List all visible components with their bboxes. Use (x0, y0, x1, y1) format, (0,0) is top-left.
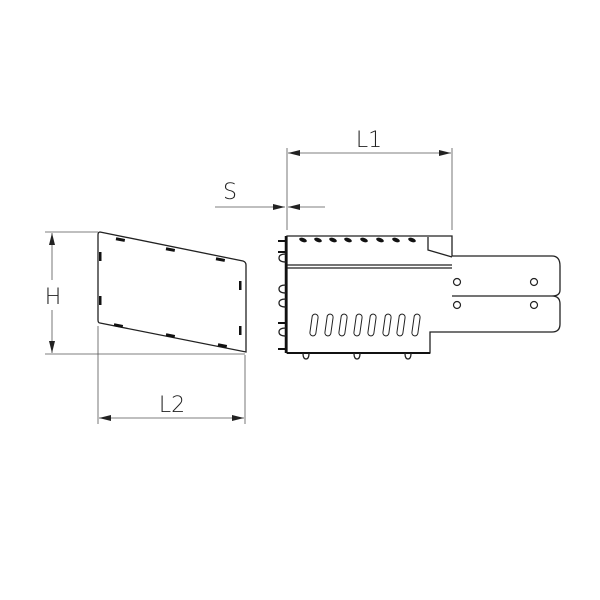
dimension-label-l1: L1 (356, 128, 382, 153)
dimension-label-h: H (45, 285, 62, 310)
tray-section (278, 235, 561, 360)
end-cap-panel (97, 231, 247, 353)
dimension-l1: L1 (286, 128, 453, 230)
dimension-label-s: S (223, 180, 237, 205)
dimension-h: H (45, 231, 245, 355)
dimension-l2: L2 (97, 326, 246, 424)
dimension-s: S (215, 180, 325, 210)
dimension-label-l2: L2 (159, 393, 185, 418)
